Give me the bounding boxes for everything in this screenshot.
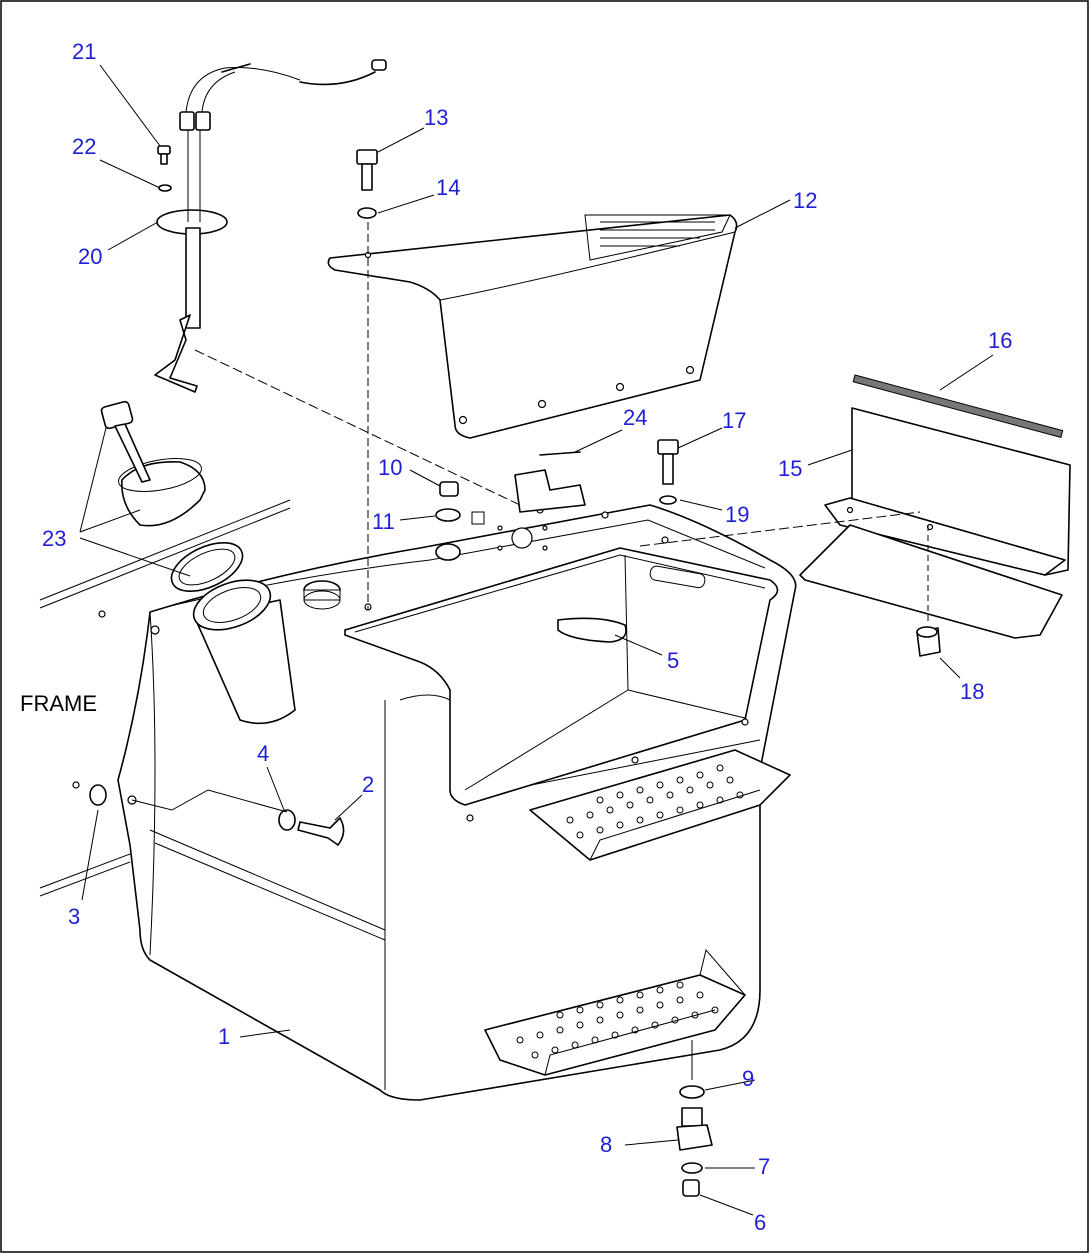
bracket-24	[514, 451, 586, 513]
callout-9: 9	[742, 1066, 754, 1091]
lower-step	[484, 948, 746, 1076]
assembly-leaders	[639, 511, 921, 547]
callout-1: 1	[218, 1024, 230, 1049]
bolt-13	[356, 149, 378, 610]
screw-21	[157, 145, 172, 192]
callout-8: 8	[600, 1132, 612, 1157]
callout-leaders	[79, 64, 994, 1216]
callout-21: 21	[72, 39, 96, 64]
callout-5: 5	[667, 648, 679, 673]
bracket-15	[799, 407, 1071, 639]
callout-19: 19	[725, 502, 749, 527]
frame-rails	[39, 499, 291, 897]
callout-17: 17	[722, 408, 746, 433]
callout-24: 24	[623, 405, 647, 430]
callout-7: 7	[758, 1154, 770, 1179]
fuel-tank	[117, 504, 797, 1101]
callout-13: 13	[424, 105, 448, 130]
bolt-2	[72, 781, 345, 846]
fuel-cap	[100, 400, 244, 593]
callout-6: 6	[754, 1210, 766, 1235]
plug-10	[435, 481, 485, 561]
frame-label: FRAME	[20, 691, 97, 716]
nut-18	[916, 525, 941, 657]
callout-11: 11	[372, 509, 395, 534]
seal-16	[852, 374, 1064, 439]
drain-valve	[676, 1040, 713, 1197]
callout-22: 22	[72, 134, 96, 159]
callout-2: 2	[362, 772, 374, 797]
callout-18: 18	[960, 679, 984, 704]
fuel-sender	[154, 59, 521, 506]
callout-14: 14	[436, 175, 460, 200]
callout-15: 15	[778, 456, 802, 481]
callouts: 1 2 3 4 5 6 7 8 9 10 11 12 13 14 15 16 1…	[42, 39, 1012, 1235]
callout-12: 12	[793, 188, 817, 213]
upper-step	[529, 749, 791, 861]
bolt-17	[657, 439, 679, 505]
callout-20: 20	[78, 244, 102, 269]
callout-23: 23	[42, 526, 66, 551]
cover-plate	[327, 214, 738, 439]
callout-4: 4	[257, 741, 269, 766]
callout-3: 3	[68, 904, 80, 929]
callout-10: 10	[378, 455, 402, 480]
packing-5	[557, 617, 627, 643]
callout-16: 16	[988, 328, 1012, 353]
